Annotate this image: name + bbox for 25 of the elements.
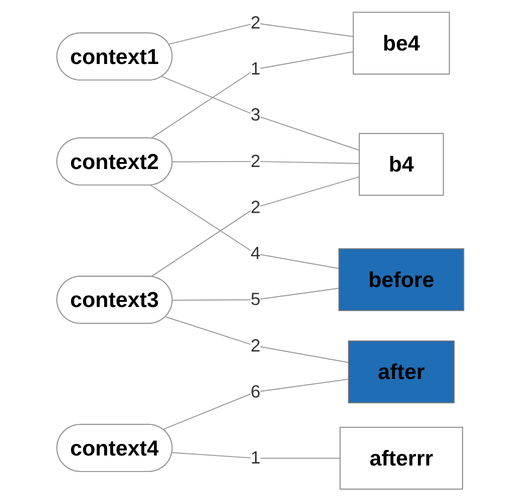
edge-label: 1 bbox=[250, 58, 260, 79]
edge-label: 3 bbox=[250, 105, 260, 125]
connector bbox=[171, 452, 340, 459]
connector bbox=[150, 51, 354, 139]
connector bbox=[172, 160, 360, 164]
edge-label: 6 bbox=[250, 382, 260, 402]
edge-label: 2 bbox=[250, 151, 260, 171]
node-box: afterrr bbox=[339, 426, 463, 490]
connector bbox=[168, 22, 354, 45]
node-box: b4 bbox=[358, 132, 444, 196]
edge-label: 4 bbox=[250, 243, 260, 263]
edge-label: 2 bbox=[250, 197, 260, 217]
connector bbox=[162, 378, 349, 430]
node-box: before bbox=[338, 248, 464, 312]
edge-label: 2 bbox=[250, 12, 260, 32]
edge-label: 2 bbox=[250, 336, 260, 356]
edge-label: 1 bbox=[250, 448, 260, 468]
connector bbox=[164, 316, 349, 363]
connector bbox=[150, 184, 340, 270]
connector bbox=[150, 176, 360, 278]
node-box: after bbox=[348, 340, 454, 404]
edge-label: 5 bbox=[250, 289, 260, 310]
connector bbox=[172, 288, 340, 301]
node-box: be4 bbox=[352, 12, 450, 75]
connector bbox=[161, 76, 360, 151]
